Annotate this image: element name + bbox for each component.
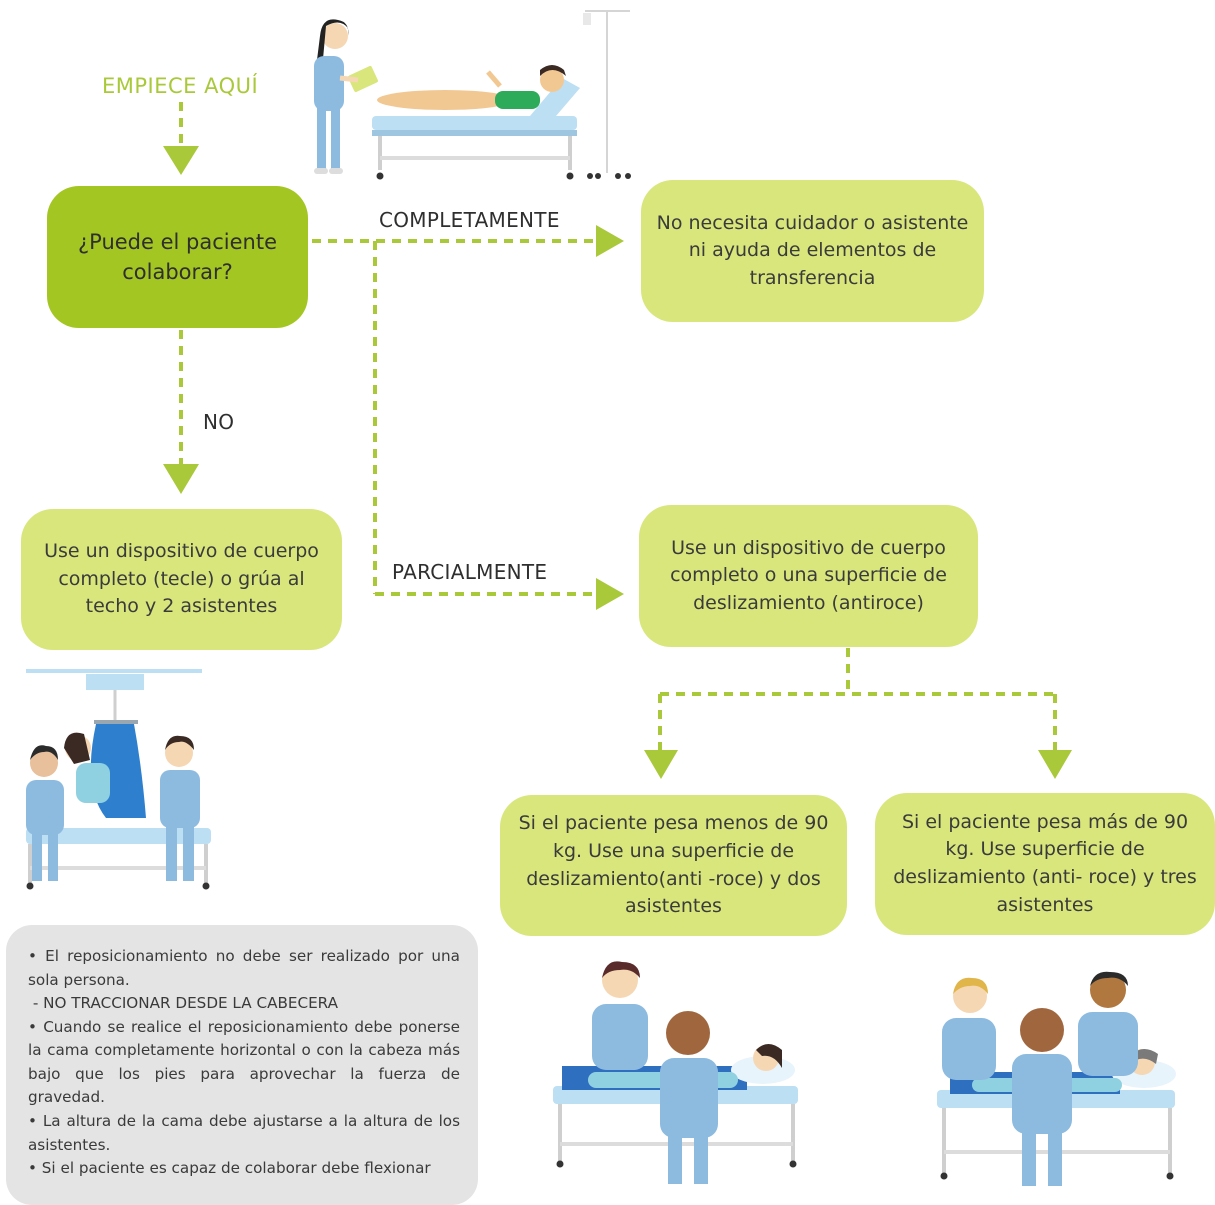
branch-label-completely: COMPLETAMENTE bbox=[379, 208, 560, 232]
outcome-no-help-box: No necesita cuidador o asistente ni ayud… bbox=[641, 180, 984, 322]
note-item: • La altura de la cama debe ajustarse a … bbox=[28, 1111, 460, 1154]
note-item: • Cuando se realice el reposicionamiento… bbox=[28, 1017, 460, 1107]
outcome-under-90-box: Si el paciente pesa menos de 90 kg. Use … bbox=[500, 795, 847, 936]
decision-box: ¿Puede el paciente colaborar? bbox=[47, 186, 308, 328]
arrow-head bbox=[596, 225, 624, 257]
note-item: - NO TRACCIONAR DESDE LA CABECERA bbox=[28, 994, 339, 1013]
note-item: • El reposicionamiento no debe ser reali… bbox=[28, 947, 460, 989]
start-label: EMPIECE AQUÍ bbox=[102, 74, 259, 98]
outcome-full-body-box: Use un dispositivo de cuerpo completo (t… bbox=[21, 509, 342, 650]
outcome-no-help-text: No necesita cuidador o asistente ni ayud… bbox=[656, 211, 969, 289]
note-item: • Si el paciente es capaz de colaborar d… bbox=[28, 1159, 431, 1178]
notes-panel: • El reposicionamiento no debe ser reali… bbox=[6, 925, 478, 1205]
outcome-partial-text: Use un dispositivo de cuerpo completo o … bbox=[670, 536, 947, 614]
arrow-head bbox=[644, 750, 678, 779]
arrow-head bbox=[596, 578, 624, 610]
outcome-under-90-text: Si el paciente pesa menos de 90 kg. Use … bbox=[518, 812, 829, 918]
decision-text: ¿Puede el paciente colaborar? bbox=[78, 229, 277, 284]
arrow-head bbox=[163, 464, 199, 494]
branch-label-no: NO bbox=[203, 410, 235, 434]
outcome-over-90-text: Si el paciente pesa más de 90 kg. Use su… bbox=[893, 810, 1197, 916]
nurse-patient-bed-illustration bbox=[314, 10, 631, 180]
outcome-full-body-text: Use un dispositivo de cuerpo completo (t… bbox=[44, 540, 319, 618]
two-assistants-illustration bbox=[553, 961, 798, 1184]
ceiling-hoist-illustration bbox=[26, 669, 211, 890]
outcome-over-90-box: Si el paciente pesa más de 90 kg. Use su… bbox=[875, 793, 1215, 935]
arrow-head bbox=[163, 146, 199, 175]
three-assistants-illustration bbox=[937, 971, 1176, 1186]
branch-label-partially: PARCIALMENTE bbox=[392, 560, 548, 584]
outcome-partial-box: Use un dispositivo de cuerpo completo o … bbox=[639, 505, 978, 647]
arrow-head bbox=[1038, 750, 1072, 779]
